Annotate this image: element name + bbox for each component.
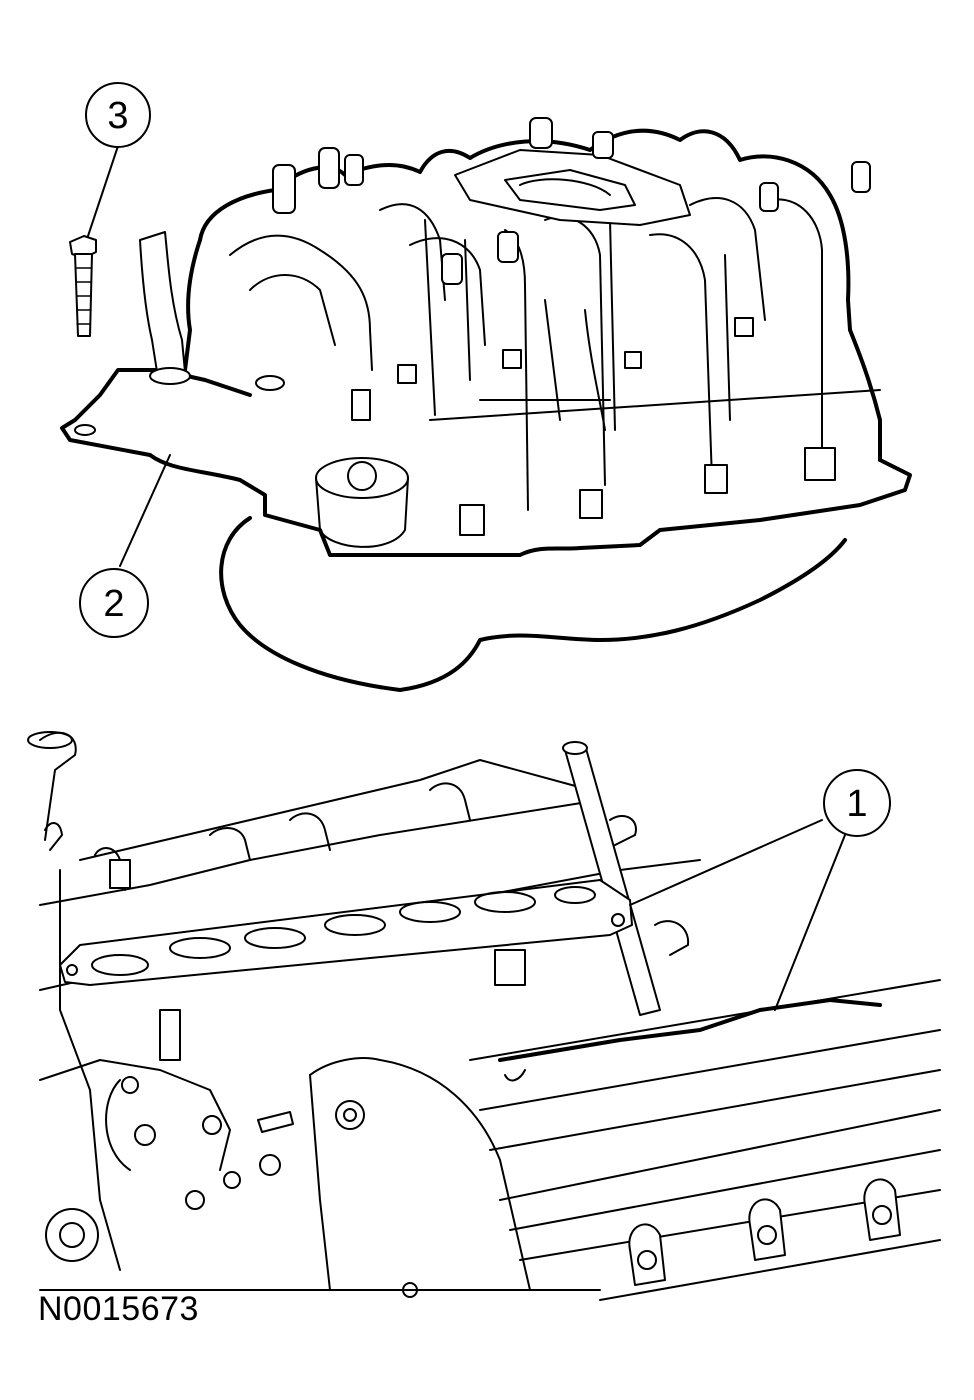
callout-1-leader-b <box>774 834 846 1011</box>
callout-2: 2 <box>79 568 149 638</box>
figure-id: N0015673 <box>38 1290 199 1328</box>
callout-3: 3 <box>85 82 151 148</box>
callout-2-leader <box>119 454 171 567</box>
callout-3-leader <box>87 145 119 237</box>
callout-1-number: 1 <box>846 783 867 825</box>
intake-manifold-illustration <box>60 117 912 692</box>
callout-1-leader-a <box>629 819 823 906</box>
callout-1: 1 <box>823 769 891 837</box>
bolt-part <box>69 235 97 337</box>
callout-2-number: 2 <box>103 583 124 625</box>
engine-block-illustration <box>27 731 941 1301</box>
callout-3-number: 3 <box>107 95 128 137</box>
